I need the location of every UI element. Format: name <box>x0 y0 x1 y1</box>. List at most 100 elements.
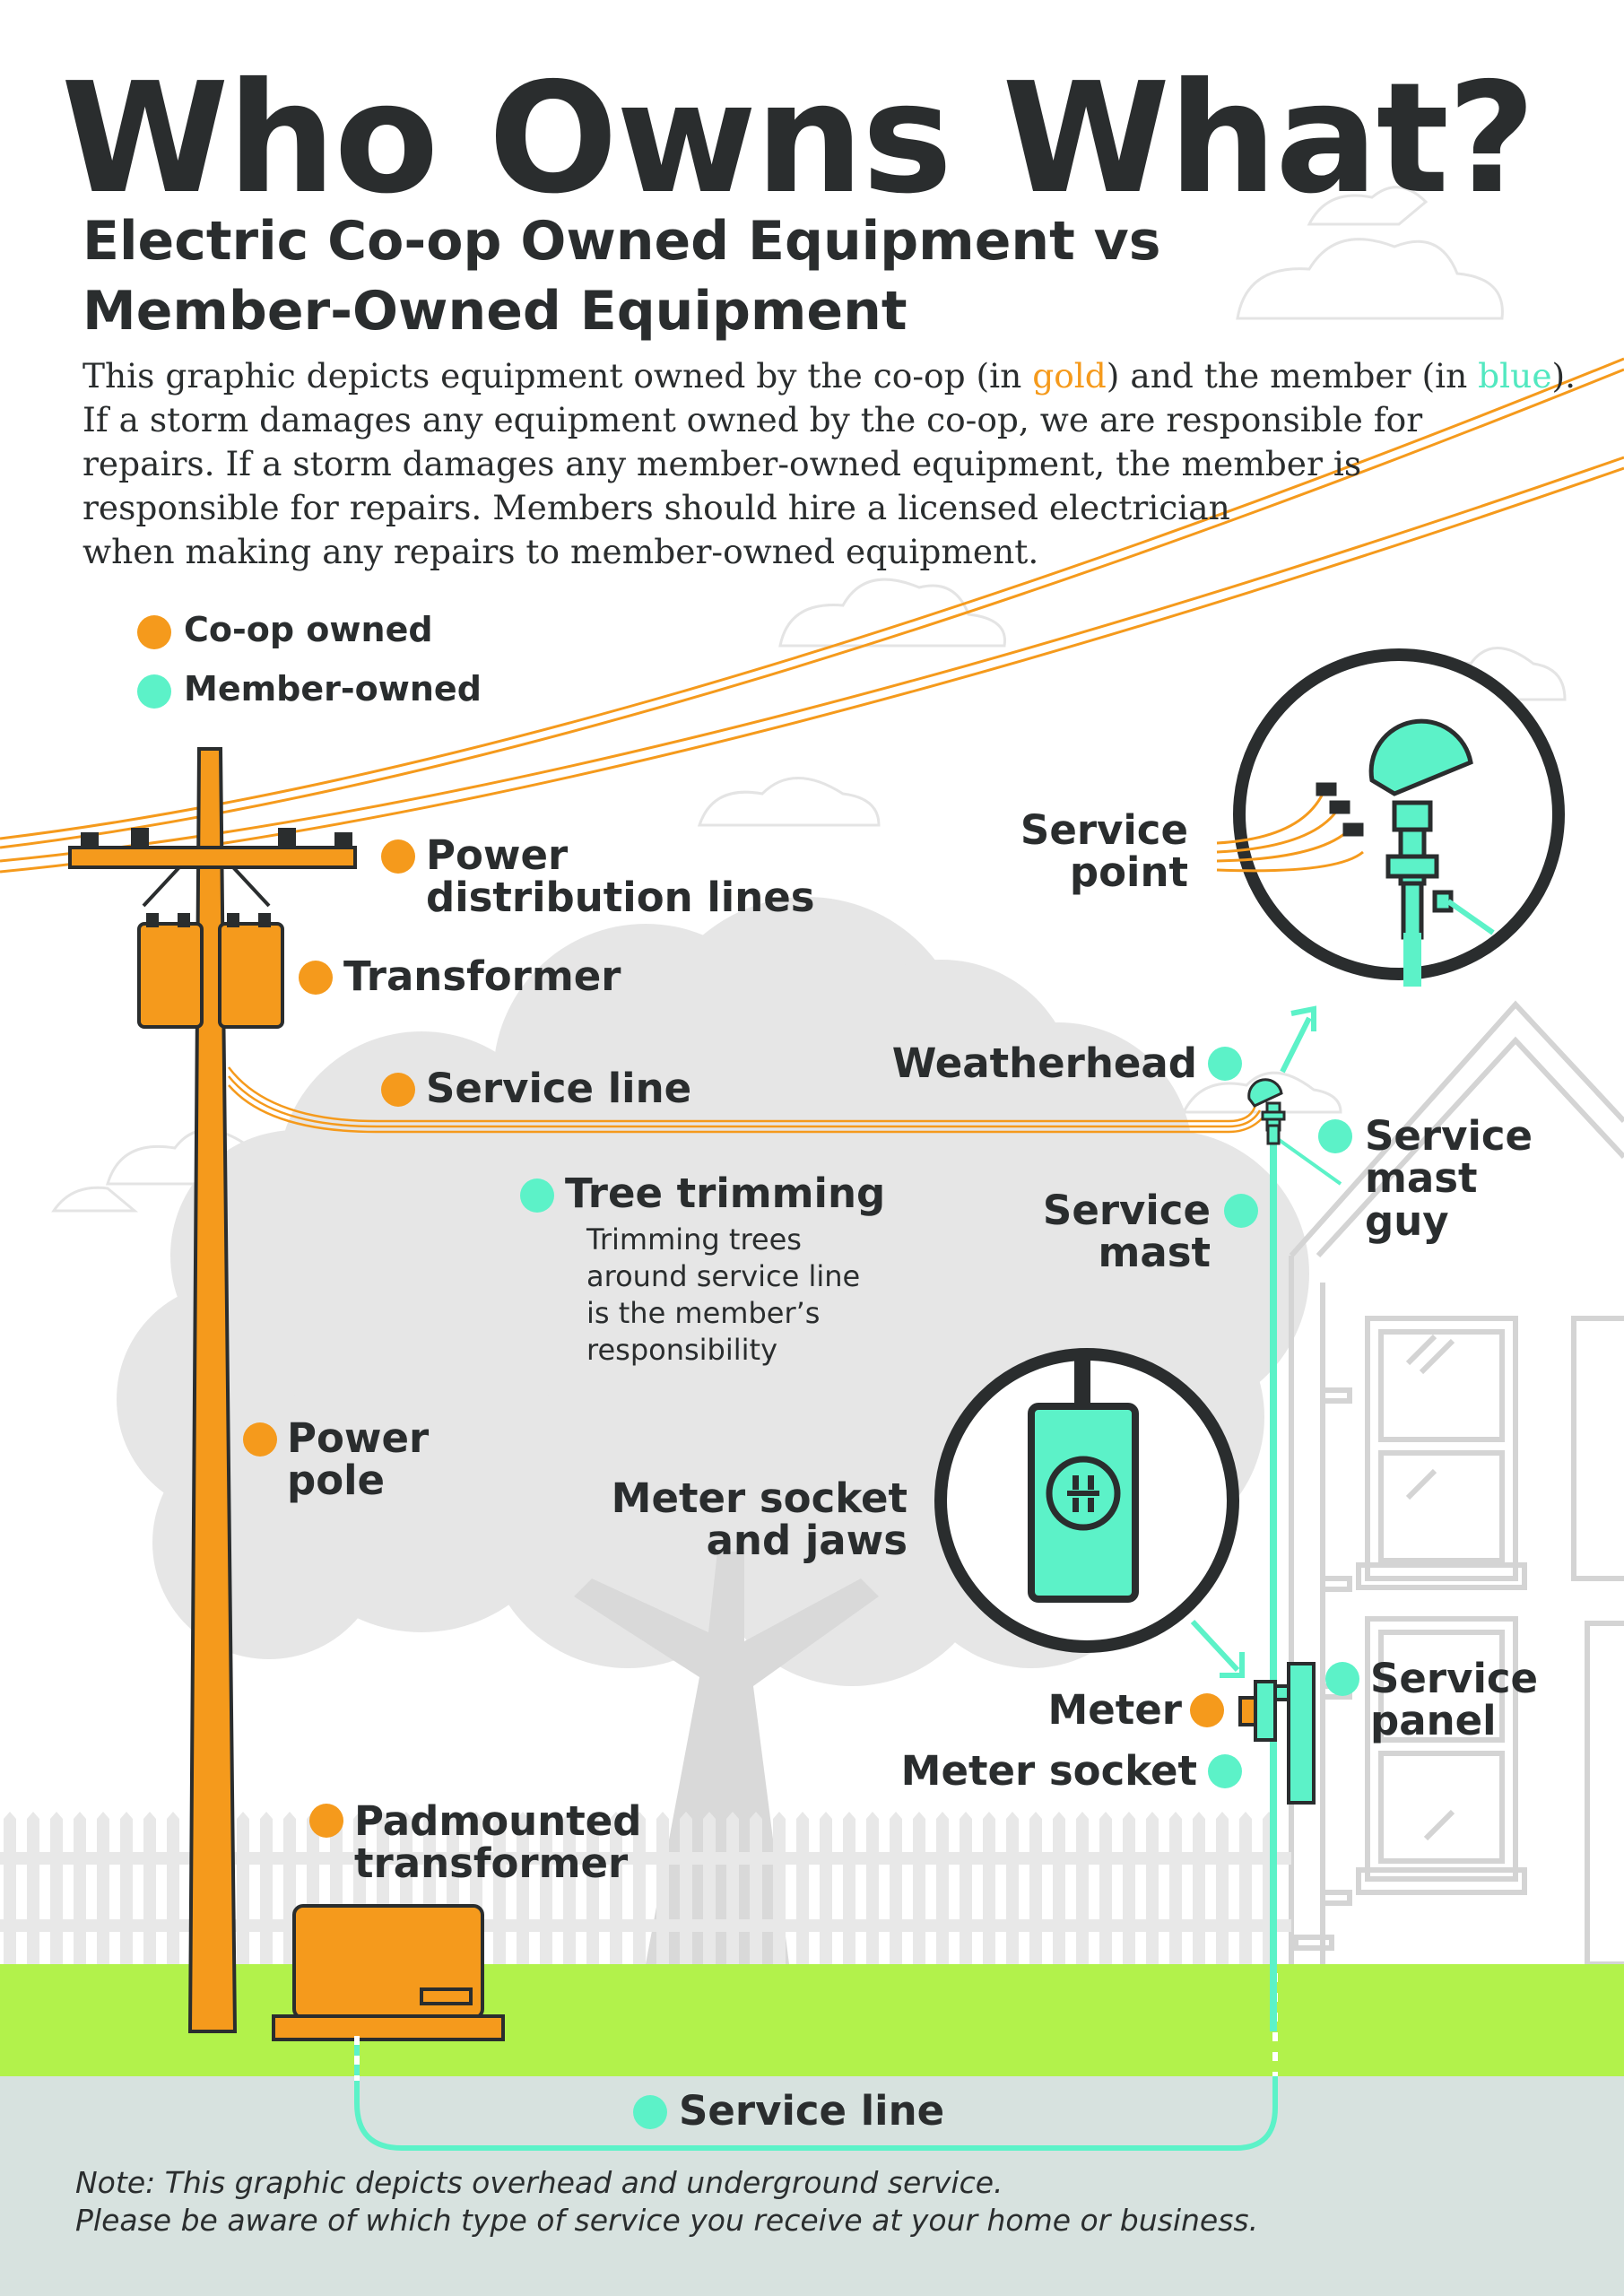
note-line: Trimming trees <box>586 1222 802 1257</box>
intro-line-5: when making any repairs to member-owned … <box>83 532 1039 571</box>
fence-picket <box>97 1812 109 1964</box>
meter-socket-label: Meter socket <box>900 1747 1197 1795</box>
fence-picket <box>143 1812 156 1964</box>
meter-socket-dot <box>1208 1754 1242 1788</box>
service-mast-guy-label: Service mast guy <box>1365 1115 1533 1242</box>
fence-picket <box>1239 1812 1252 1964</box>
label-line: point <box>1069 848 1188 897</box>
fence-picket <box>493 1812 506 1964</box>
label-line: mast <box>1365 1154 1478 1203</box>
subtitle-line-1: Electric Co-op Owned Equipment vs <box>83 210 1161 273</box>
fence-picket <box>843 1812 855 1964</box>
label-line: guy <box>1365 1196 1449 1245</box>
label-line: Service <box>1042 1187 1211 1234</box>
intro-line-4: responsible for repairs. Members should … <box>83 488 1230 527</box>
blue-word: blue <box>1478 356 1552 396</box>
meter-dot <box>1190 1693 1224 1727</box>
fence-picket <box>773 1812 786 1964</box>
meter-socket-detail <box>934 1348 1239 1653</box>
footer-note-line-2: Please be aware of which type of service… <box>75 2203 1259 2238</box>
service-mast-dot <box>1224 1194 1258 1228</box>
label-line: distribution lines <box>426 874 815 922</box>
power-distribution-lines-dot <box>381 839 415 874</box>
fence-picket <box>913 1812 925 1964</box>
fence-picket <box>50 1812 63 1964</box>
service-point-detail <box>1216 648 1565 987</box>
weatherhead-label: Weatherhead <box>891 1039 1197 1087</box>
fence-picket <box>563 1812 576 1964</box>
service-panel-label: Service panel <box>1370 1657 1538 1743</box>
label-line: transformer <box>354 1839 629 1888</box>
legend-member-label: Member-owned <box>184 669 482 709</box>
intro-line-2: If a storm damages any equipment owned b… <box>83 400 1423 439</box>
note-line: responsibility <box>586 1333 778 1367</box>
fence-picket <box>74 1812 86 1964</box>
fence-picket <box>27 1812 39 1964</box>
note-line: is the member’s <box>586 1296 821 1330</box>
padmounted-transformer-dot <box>309 1804 343 1838</box>
service-mast-label: Service mast <box>986 1189 1211 1274</box>
padmounted-transformer-label: Padmounted transformer <box>354 1800 641 1885</box>
page-subtitle: Electric Co-op Owned Equipment vs Member… <box>83 206 1338 346</box>
fence-picket <box>1029 1812 1042 1964</box>
fence-picket <box>750 1812 762 1964</box>
padmounted-transformer <box>272 1904 505 2041</box>
label-line: Service <box>1020 806 1188 854</box>
fence-picket <box>1216 1812 1229 1964</box>
service-line-overhead-label: Service line <box>426 1065 692 1112</box>
transformer-label: Transformer <box>343 952 621 1000</box>
fence-picket <box>960 1812 972 1964</box>
intro-line-3: repairs. If a storm damages any member-o… <box>83 444 1362 483</box>
service-mast <box>1247 1078 1342 2031</box>
meter-label: Meter <box>1047 1686 1182 1734</box>
service-point-label: Service point <box>986 809 1188 894</box>
fence-picket <box>1146 1812 1159 1964</box>
legend-coop-label: Co-op owned <box>184 610 433 649</box>
power-pole <box>68 747 357 2033</box>
tree-trimming-label: Tree trimming <box>565 1170 886 1217</box>
fence-picket <box>1193 1812 1205 1964</box>
label-line: Power <box>287 1414 430 1462</box>
arrow-to-service-point <box>1280 1005 1316 1074</box>
grass <box>0 1964 1624 2076</box>
service-mast-guy-dot <box>1318 1119 1352 1153</box>
intro-text: ) and the member (in <box>1106 356 1479 396</box>
fence-picket <box>167 1812 179 1964</box>
label-line: panel <box>1370 1697 1497 1745</box>
weatherhead-dot <box>1208 1047 1242 1081</box>
ground <box>0 2076 1624 2296</box>
fence-picket <box>1006 1812 1019 1964</box>
fence-picket <box>890 1812 902 1964</box>
label-line: Service <box>1365 1112 1533 1160</box>
legend-coop-dot <box>137 615 171 649</box>
fence-picket <box>726 1812 739 1964</box>
gold-word: gold <box>1032 356 1107 396</box>
fence-picket <box>517 1812 529 1964</box>
fence-picket <box>610 1812 622 1964</box>
fence-picket <box>633 1812 646 1964</box>
footer-note-line-1: Note: This graphic depicts overhead and … <box>75 2165 1003 2200</box>
fence-picket <box>1053 1812 1065 1964</box>
house-outline <box>1289 1000 1624 1967</box>
fence-picket <box>983 1812 995 1964</box>
fence-picket <box>820 1812 832 1964</box>
intro-line-1: This graphic depicts equipment owned by … <box>83 354 1576 398</box>
fence-picket <box>4 1812 16 1964</box>
subtitle-line-2: Member-Owned Equipment <box>83 280 908 343</box>
label-line: mast <box>1098 1229 1211 1277</box>
fence-picket <box>796 1812 809 1964</box>
label-line: Power <box>426 831 569 879</box>
meter-socket-and-jaws-label: Meter socket and jaws <box>574 1477 908 1562</box>
fence-picket <box>1123 1812 1135 1964</box>
page-title: Who Owns What? <box>61 50 1536 228</box>
label-line: and jaws <box>706 1517 908 1565</box>
arrow-to-meter <box>1190 1619 1245 1678</box>
tree-silhouette <box>117 897 1309 1964</box>
intro-paragraph: This graphic depicts equipment owned by … <box>83 354 1576 574</box>
service-line-underground-label: Service line <box>679 2087 945 2135</box>
power-pole-label: Power pole <box>287 1417 429 1502</box>
label-line: Padmounted <box>354 1797 642 1845</box>
service-line-underground-dot <box>633 2095 667 2129</box>
picket-fence <box>0 1812 1291 1964</box>
fence-picket <box>1169 1812 1182 1964</box>
